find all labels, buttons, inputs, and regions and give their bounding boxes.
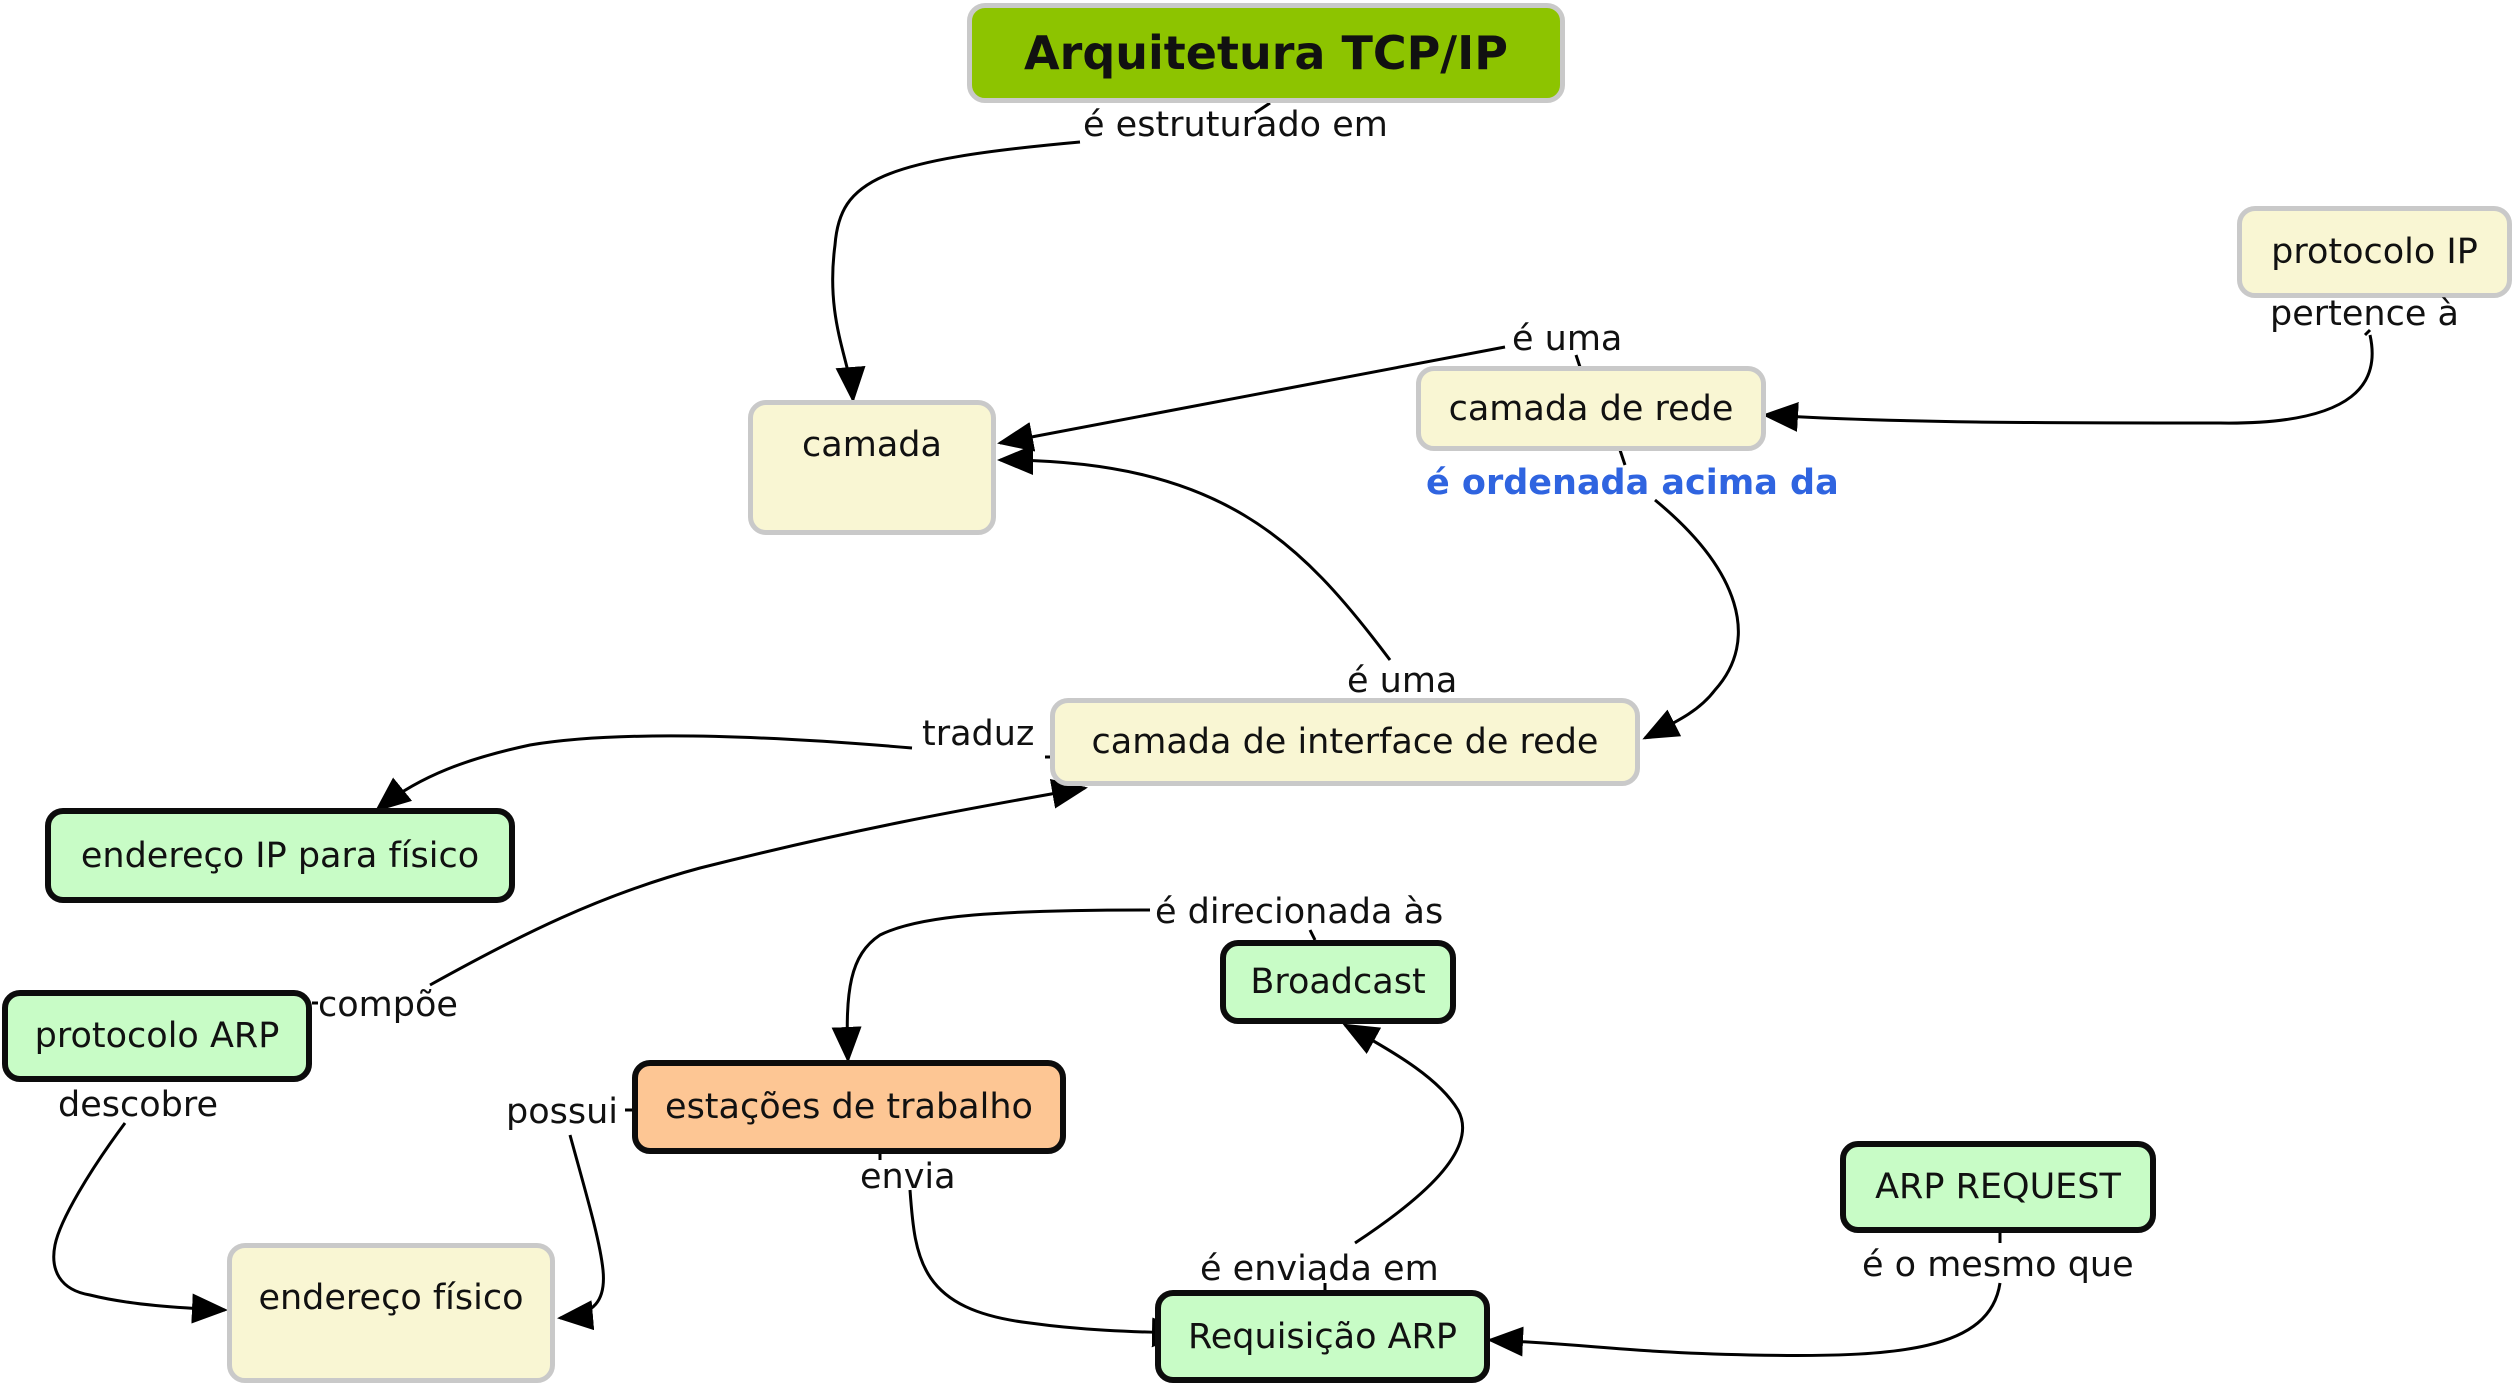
arrow-euma2-camada xyxy=(997,445,1392,661)
arrow-possui-fisico xyxy=(557,1134,605,1331)
connector-rede-euma xyxy=(1574,354,1582,368)
node-broadcast[interactable]: Broadcast xyxy=(1220,940,1456,1024)
arrow-descobre-fisico xyxy=(52,1122,228,1324)
link-label-pertence: pertence à xyxy=(2270,294,2459,334)
link-label-traduz: traduz xyxy=(922,714,1035,754)
link-label-estruturado: é estruturado em xyxy=(1083,105,1388,145)
node-protocolo-ip[interactable]: protocolo IP xyxy=(2237,206,2512,298)
node-camada-interface-de-rede[interactable]: camada de interface de rede xyxy=(1050,698,1640,786)
arrow-envia-requisicao xyxy=(908,1189,1188,1348)
link-label-e-uma-1: é uma xyxy=(1512,319,1623,359)
connector-broadcast-direcionada xyxy=(1308,929,1317,941)
arrow-estruturado-camada xyxy=(831,140,1081,403)
node-endereco-ip-para-fisico[interactable]: endereço IP para físico xyxy=(45,808,515,903)
node-camada[interactable]: camada xyxy=(748,400,996,535)
connector-title-estruturado xyxy=(1254,101,1271,115)
node-requisicao-arp[interactable]: Requisição ARP xyxy=(1155,1290,1490,1383)
link-label-enviada: é enviada em xyxy=(1200,1249,1439,1289)
arrow-pertence-rede xyxy=(1762,334,2374,432)
arrow-euma-camada xyxy=(997,345,1506,452)
arrow-traduz-ipfisico xyxy=(374,734,913,812)
link-label-envia: envia xyxy=(860,1157,956,1197)
arrow-ordenada-interface xyxy=(1642,498,1740,740)
node-endereco-fisico[interactable]: endereço físico xyxy=(227,1243,555,1383)
title-node[interactable]: Arquitetura TCP/IP xyxy=(967,3,1565,103)
node-estacoes-de-trabalho[interactable]: estações de trabalho xyxy=(632,1060,1066,1154)
link-label-direcionada: é direcionada às xyxy=(1155,892,1444,932)
link-label-compoe: compõe xyxy=(318,985,458,1025)
arrow-enviada-broadcast xyxy=(1342,1023,1465,1245)
link-label-e-uma-2: é uma xyxy=(1347,661,1458,701)
link-label-ordenada: é ordenada acima da xyxy=(1426,463,1839,503)
link-label-descobre: descobre xyxy=(58,1085,219,1125)
node-protocolo-arp[interactable]: protocolo ARP xyxy=(2,990,312,1082)
link-label-mesmo: é o mesmo que xyxy=(1862,1245,2134,1285)
node-camada-de-rede[interactable]: camada de rede xyxy=(1416,366,1766,451)
connector-rede-ordenada xyxy=(1618,449,1627,466)
arrow-compoe-interface xyxy=(429,778,1088,987)
arrow-mesmo-requisicao xyxy=(1487,1282,2002,1358)
arrow-direcionada-estacoes xyxy=(831,908,1151,1063)
link-label-possui: possui xyxy=(506,1092,619,1132)
node-arp-request[interactable]: ARP REQUEST xyxy=(1840,1141,2156,1233)
connector-ip-pertence xyxy=(2363,328,2372,337)
